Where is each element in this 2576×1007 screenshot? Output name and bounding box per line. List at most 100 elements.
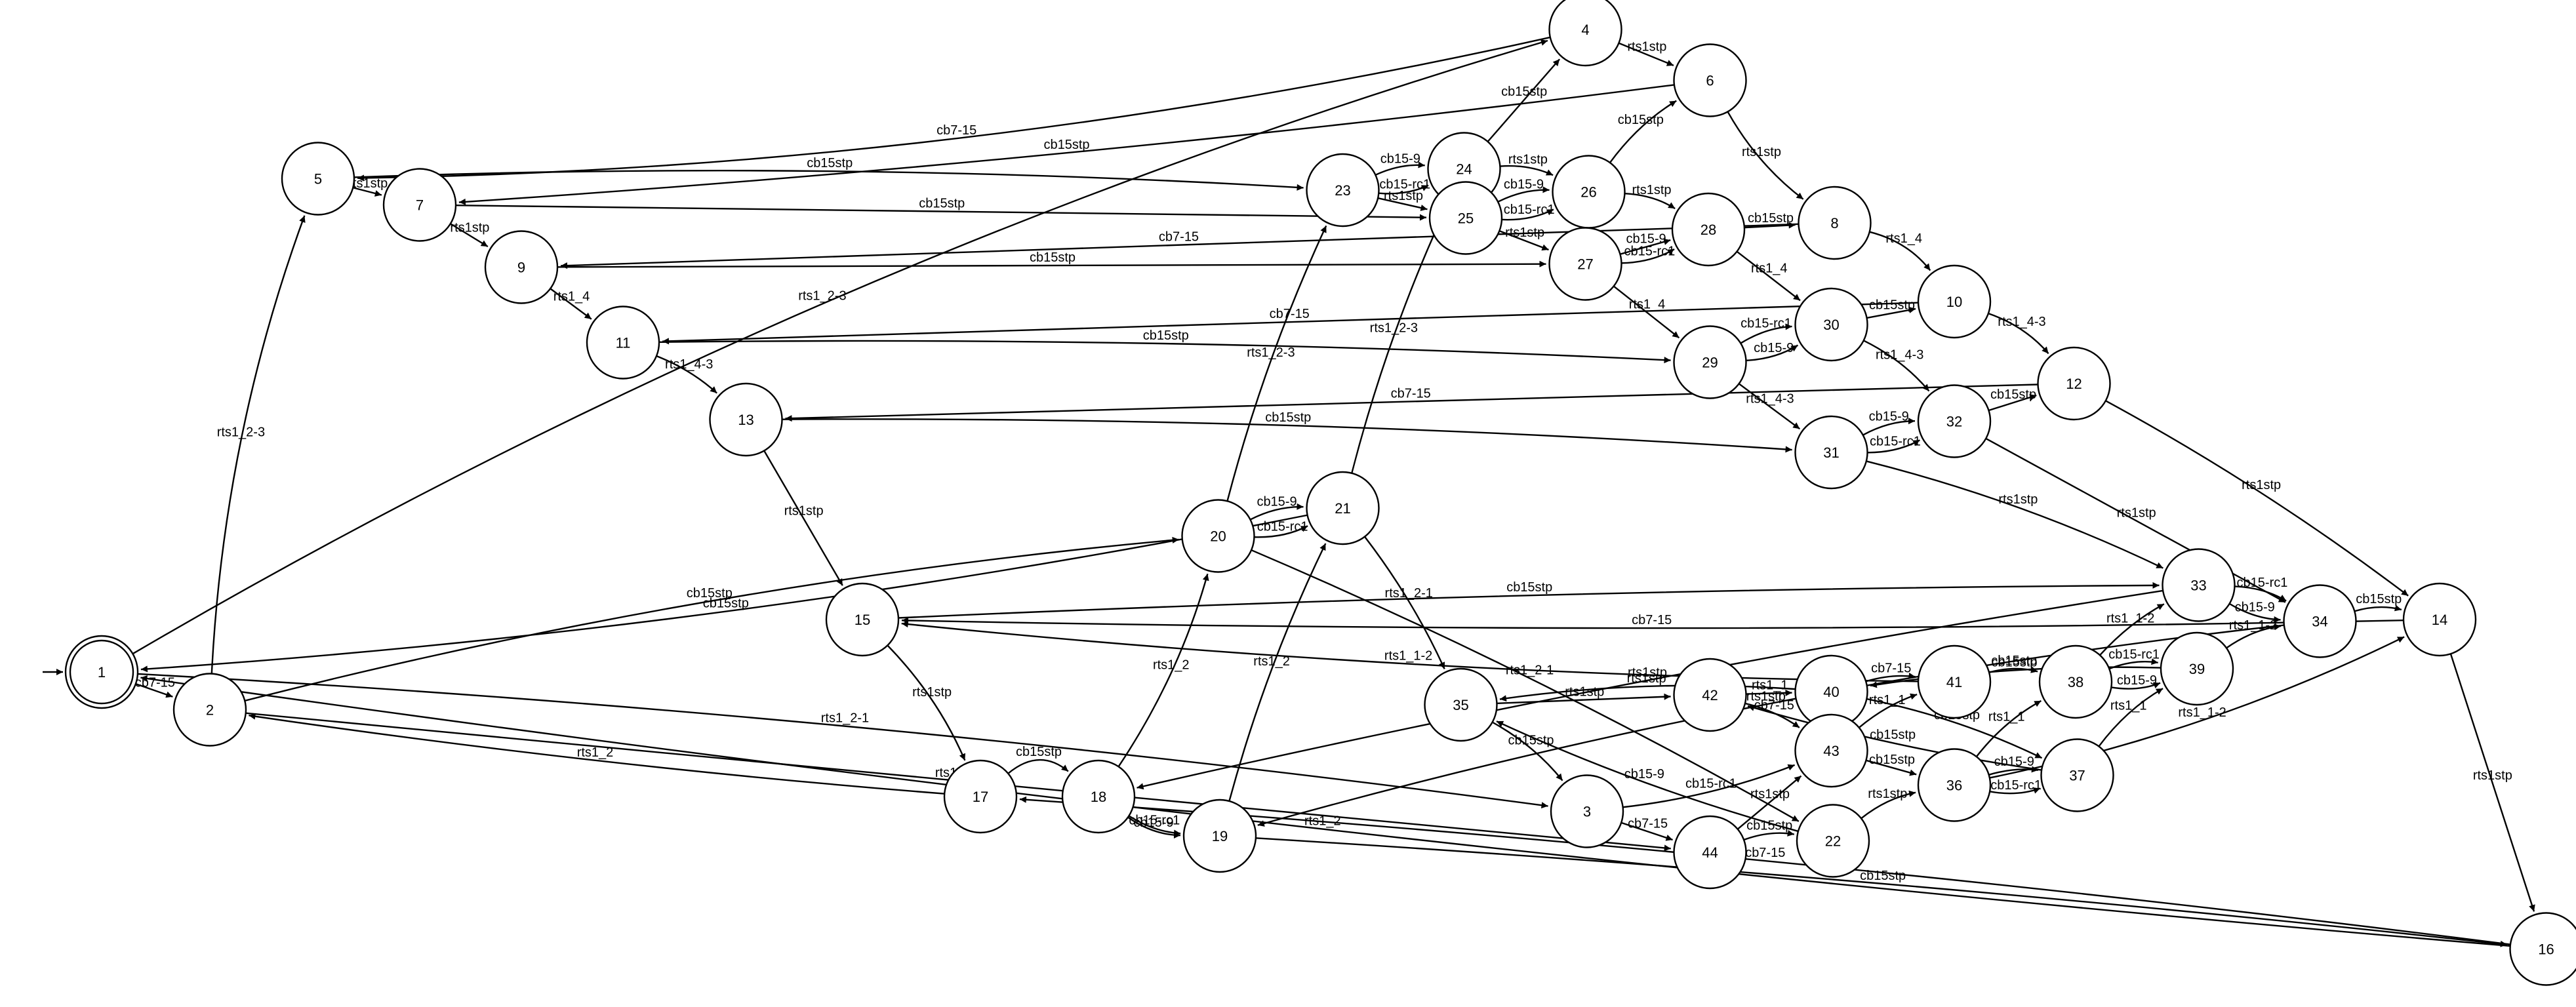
transition-19-16: cb15stp: [1255, 837, 2507, 947]
state-label: 20: [1210, 528, 1226, 545]
state-circle: [709, 382, 783, 457]
state-16: 16: [2509, 912, 2576, 986]
transition-arrow: [658, 340, 1671, 364]
state-28: 28: [1671, 192, 1746, 267]
transition-label: rts1_2-3: [1247, 346, 1295, 360]
state-circle: [2162, 548, 2236, 622]
state-circle: [1673, 815, 1747, 890]
transition-label: cb15stp: [1870, 728, 1916, 742]
transition-arrow: [1492, 721, 1563, 781]
state-label: 39: [2189, 661, 2205, 677]
state-label: 19: [1212, 828, 1228, 844]
transition-24-26: rts1stp: [1500, 152, 1554, 176]
state-label: 5: [314, 171, 322, 188]
transition-4-6: rts1stp: [1618, 39, 1674, 66]
transition-arrow: [1007, 759, 1069, 774]
state-12: 12: [2037, 346, 2111, 421]
state-circle: [1548, 227, 1622, 301]
transition-label: cb15-rc1: [1257, 520, 1308, 534]
transition-arrow: [785, 384, 2038, 422]
transition-label: cb15stp: [1618, 113, 1664, 127]
transition-42-40: rts1_1: [1746, 679, 1792, 696]
state-circle: [382, 168, 457, 242]
transition-arrow: [782, 418, 1792, 453]
state-circle: [1671, 192, 1746, 267]
transition-arrow: [352, 187, 382, 197]
state-circle: [1917, 264, 1992, 339]
transition-43-36: cb15stp: [1866, 753, 1917, 776]
transition-38-33: rts1_1-2: [2099, 603, 2165, 656]
transition-arrow: [1618, 42, 1674, 66]
transition-label: rts1stp: [1508, 152, 1548, 167]
transition-arrow: [1744, 222, 1796, 229]
transition-arrow: [1743, 829, 1795, 841]
transition-arrow: [2111, 682, 2161, 690]
transition-arrow: [455, 204, 1427, 221]
transition-23-24: cb15-9: [1375, 151, 1425, 176]
state-label: 8: [1830, 215, 1838, 231]
state-label: 30: [1823, 317, 1839, 333]
transition-label: cb15-9: [1754, 341, 1794, 355]
state-label: 42: [1702, 687, 1718, 703]
transition-label: rts1stp: [1565, 685, 1604, 700]
transition-arrow: [140, 675, 2510, 947]
transition-5-7: rts1stp: [348, 176, 388, 197]
transition-label: cb7-15: [1754, 698, 1794, 713]
transition-18-19: cb15-rc1: [1128, 813, 1181, 837]
transition-arrow: [1499, 684, 1796, 702]
transition-arrow: [458, 84, 1675, 205]
transition-label: rts1_1: [2110, 698, 2147, 713]
transition-arrow: [1736, 250, 1801, 302]
transition-label: cb7-15: [1270, 307, 1310, 321]
state-27: 27: [1548, 227, 1622, 301]
transition-25-26: cb15-9: [1497, 177, 1550, 203]
transition-34-14: cb15stp: [2354, 592, 2402, 612]
transition-29-30: cb15-rc1: [1740, 316, 1792, 344]
state-label: 36: [1946, 778, 1962, 794]
state-label: 41: [1946, 674, 1962, 690]
state-5: 5: [281, 142, 355, 216]
transition-arrow: [357, 36, 1551, 182]
state-circle: [586, 306, 660, 380]
transition-label: cb7-15: [1159, 230, 1199, 245]
transition-label: cb15stp: [1991, 654, 2037, 668]
transition-label: cb15-9: [1257, 494, 1297, 509]
transition-23-24: cb15-rc1: [1379, 178, 1430, 195]
state-label: 27: [1577, 256, 1593, 273]
transition-21-35: rts1_2-1: [1364, 536, 1445, 669]
state-21: 21: [1306, 471, 1380, 545]
state-label: 44: [1702, 844, 1718, 861]
state-label: 7: [416, 197, 424, 214]
transition-29-31: rts1_4-3: [1738, 383, 1801, 430]
transition-1-2: cb7-15: [135, 675, 175, 698]
transition-13-31: cb15stp: [782, 410, 1792, 453]
transition-arrow: [1117, 573, 1209, 767]
state-label: 43: [1823, 743, 1839, 759]
transition-arrow: [1228, 543, 1327, 802]
state-label: 32: [1946, 414, 1962, 430]
transition-arrow: [1866, 460, 2163, 569]
state-label: 16: [2538, 941, 2554, 958]
transition-37-39: rts1_1: [2098, 688, 2163, 747]
transition-22-35: cb15-9: [1496, 721, 1799, 833]
transition-33-34: cb15-9: [2228, 601, 2281, 623]
state-circle: [1428, 181, 1503, 255]
transition-19-21: rts1_2: [1228, 543, 1327, 802]
transition-label: cb15stp: [1990, 387, 2036, 402]
transition-label: cb15stp: [1992, 655, 2038, 669]
transition-label: cb15-rc1: [1624, 244, 1675, 258]
state-25: 25: [1428, 181, 1503, 255]
transition-18-20: rts1_2: [1117, 573, 1209, 767]
transition-24-4: cb15stp: [1487, 58, 1561, 142]
transition-label: rts1_4: [1629, 298, 1666, 312]
transition-label: cb7-15: [936, 123, 976, 138]
transition-8-10: rts1_4: [1869, 231, 1931, 271]
transition-arrow: [244, 536, 1179, 702]
state-circle: [1550, 774, 1624, 848]
transition-label: cb15-rc1: [1504, 203, 1555, 217]
state-circle: [484, 230, 559, 304]
transition-17-18: cb15stp: [1007, 745, 1069, 774]
transition-8-9: cb7-15: [560, 223, 1799, 269]
transition-arrow: [1620, 821, 1673, 841]
